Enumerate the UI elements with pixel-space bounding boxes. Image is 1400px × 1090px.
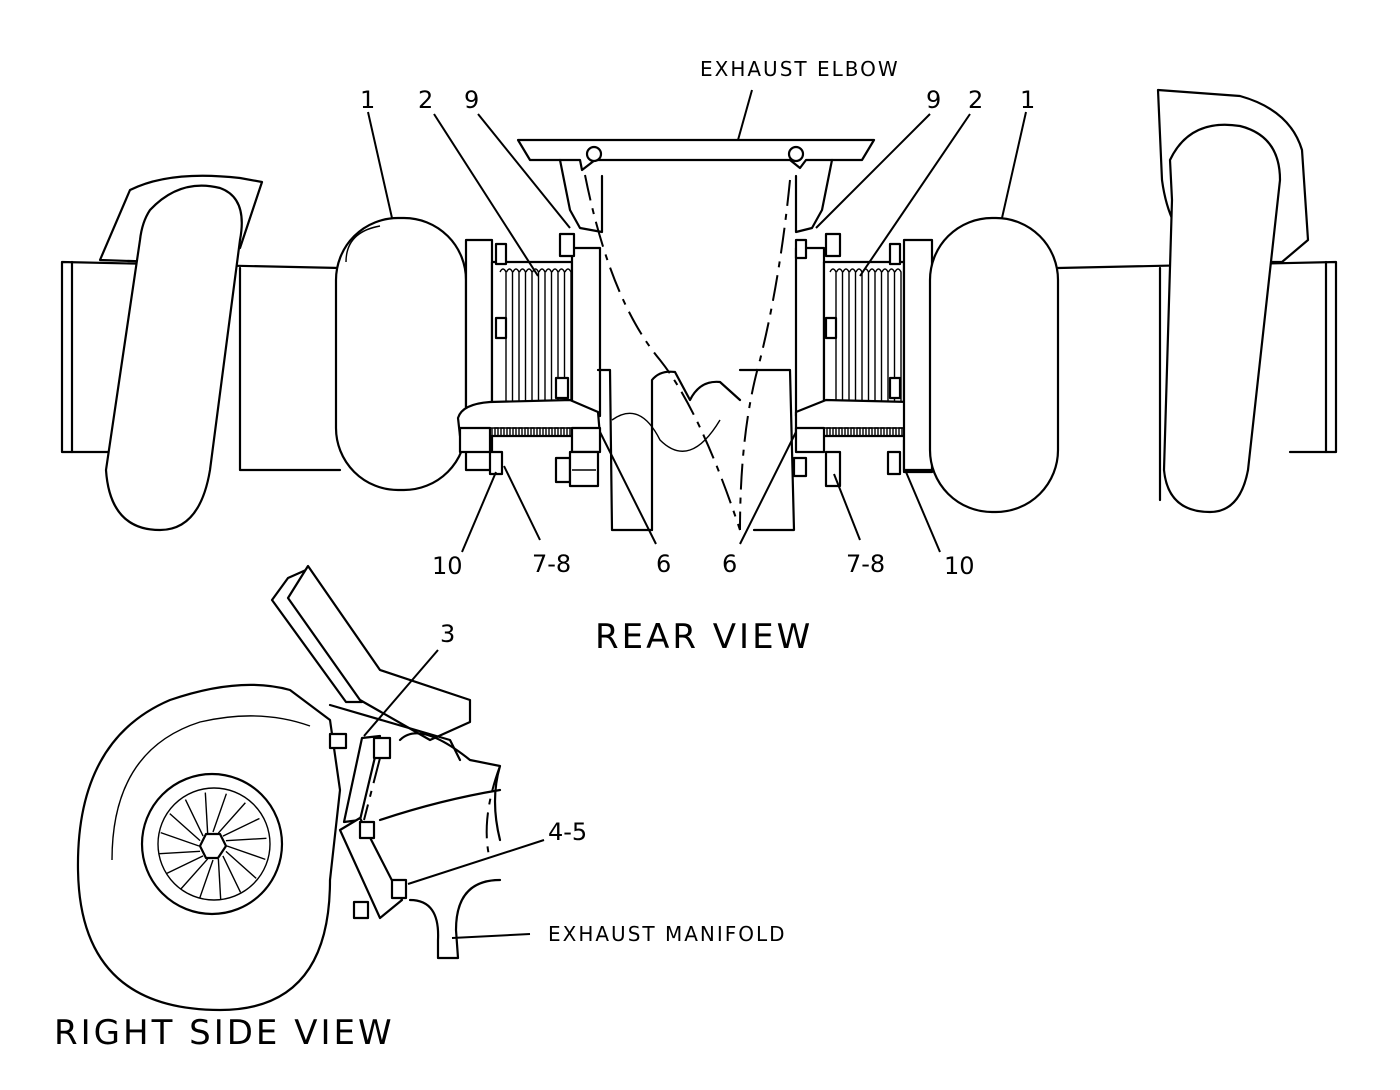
wheel-blade [166,855,204,875]
left-turbocharger [60,174,494,532]
bellows-rib [842,268,850,404]
callout-7-8-left: 7-8 [532,550,571,578]
side-exhaust-manifold [408,878,502,960]
callout-10-left: 10 [432,552,463,580]
side-view-turbo [76,564,502,1012]
callout-10-right: 10 [944,552,975,580]
wheel-blade [180,858,209,890]
callout-3: 3 [440,620,455,648]
callout-1-left: 1 [360,86,375,114]
bellows-rib [829,268,837,404]
side-view-leaders [363,649,545,939]
right-turbine-housing [928,216,1060,514]
bellows-rib [499,268,507,404]
bellows-rib [518,268,527,404]
wheel-blade [222,855,242,893]
wheel-blade [217,802,246,834]
wheel-blade [159,850,201,855]
bellows-rib [874,268,883,404]
callout-2-left: 2 [418,86,433,114]
bellows-rib [538,268,546,404]
bellows-rib [881,268,889,404]
callout-2-right: 2 [968,86,983,114]
bellows-rib [531,268,540,404]
bellows-rib [505,268,514,404]
wheel-blade [225,850,257,879]
wheel-blade [222,817,260,837]
side-bracket-lower [338,816,404,920]
callout-6-right: 6 [722,550,737,578]
left-turbine-housing [334,216,468,492]
right-side-view-title: RIGHT SIDE VIEW [54,1013,395,1053]
bellows-rib [887,268,896,404]
wheel-blade [212,793,228,833]
callout-4-5: 4-5 [548,818,587,846]
bellows-rib [544,268,553,404]
wheel-blade [204,792,209,834]
bellows-rib [525,268,533,404]
callout-7-8-right: 7-8 [846,550,885,578]
rear-view-leaders [367,89,1027,553]
right-turbo-flange [902,238,934,472]
clamp-teeth [491,427,576,437]
exhaust-elbow [516,138,876,532]
wheel-blade [217,858,222,900]
left-elbow-flange [570,246,602,418]
wheel-blade [160,831,200,847]
bellows-rib [894,268,902,404]
exhaust-elbow-caption: EXHAUST ELBOW [700,57,900,81]
callout-9-left: 9 [464,86,479,114]
wheel-blade [169,813,201,842]
wheel-blade [226,845,266,861]
right-turbocharger [902,88,1338,514]
exhaust-manifold-caption: EXHAUST MANIFOLD [548,922,787,946]
callout-9-right: 9 [926,86,941,114]
rear-view-title: REAR VIEW [595,617,813,657]
left-compressor-outlet [104,184,243,532]
left-bellows [456,232,602,488]
callout-1-right: 1 [1020,86,1035,114]
wheel-blade [184,799,204,837]
left-clamp [456,398,602,438]
clamp-teeth [823,427,908,437]
right-compressor-outlet [1162,123,1282,514]
bellows-rib [835,268,844,404]
bellows-rib [557,268,566,404]
wheel-blade [198,859,214,899]
callout-6-left: 6 [656,550,671,578]
wheel-blade [225,837,267,842]
bellows-rib [551,268,559,404]
bellows-rib [512,268,520,404]
bellows-rib [868,268,876,404]
bellows-rib [848,268,857,404]
right-elbow-flange [794,246,826,418]
